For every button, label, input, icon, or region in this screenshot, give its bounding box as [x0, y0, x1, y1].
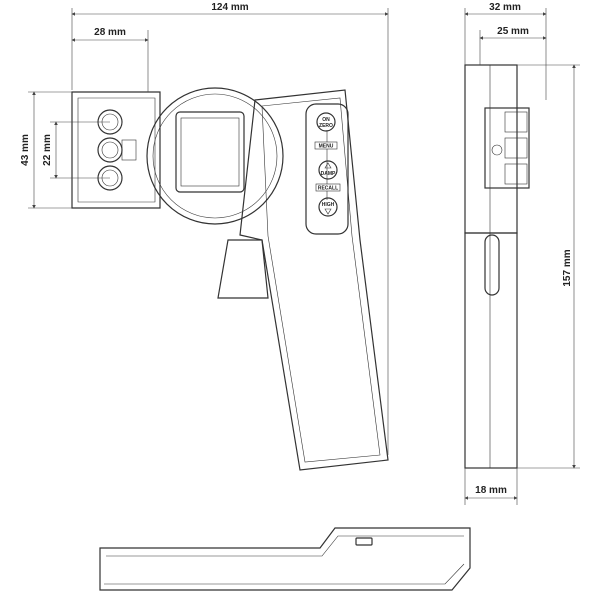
keypad-panel [305, 103, 349, 235]
side-rollers [484, 107, 530, 189]
damp-button: DAMP [318, 160, 338, 180]
damp-label: DAMP [321, 171, 336, 177]
side-view [464, 64, 530, 469]
body-outline [239, 89, 389, 471]
dim-top-offset: 28 mm [94, 27, 126, 38]
display-bezel [146, 87, 284, 225]
usb-port [355, 537, 373, 546]
on-label: ON [322, 117, 330, 123]
dim-sensor-pitch: 22 mm [42, 134, 53, 166]
dim-depth: 32 mm [489, 2, 521, 13]
front-dimensions: 124 mm 28 mm 43 mm 22 mm [20, 2, 389, 455]
dim-height: 157 mm [562, 249, 573, 286]
dim-head-height: 43 mm [20, 134, 31, 166]
bottom-view [99, 527, 471, 591]
zero-label: ZERO [319, 123, 333, 129]
dim-handle-depth: 18 mm [475, 485, 507, 496]
on-zero-button: ON ZERO [316, 112, 336, 132]
trigger [217, 239, 269, 299]
display-screen [175, 111, 245, 193]
sensor-head-outline [71, 91, 161, 209]
front-view: ON ZERO MENU DAMP RECALL HIGH [71, 87, 389, 471]
menu-label: MENU [319, 144, 334, 150]
dim-depth-inner: 25 mm [497, 26, 529, 37]
high-label: HIGH [322, 202, 335, 208]
side-dimensions: 32 mm 25 mm 157 mm 18 mm [464, 2, 580, 505]
recall-label: RECALL [318, 186, 338, 192]
high-button: HIGH [318, 197, 338, 217]
dim-total-width: 124 mm [211, 2, 248, 13]
